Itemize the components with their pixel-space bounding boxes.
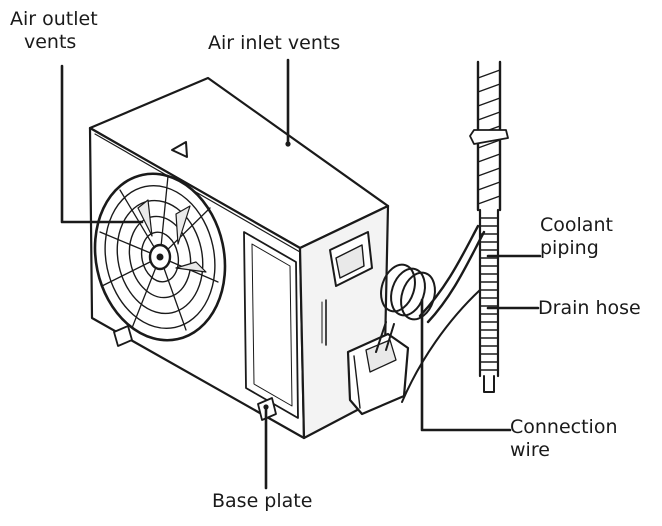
coolant-pipe-run [418,224,480,318]
label-air-inlet-line1: Air inlet vents [208,32,341,54]
leader-lines [60,58,542,490]
label-air-inlet-vents: Air inlet vents [208,32,340,55]
label-connection-line1: Connection [510,416,618,438]
label-coolant-piping: Coolant piping [540,214,613,260]
vertical-pipe-bundle [469,60,509,212]
leader-air-outlet [60,64,144,224]
label-air-outlet-line2: vents [24,31,77,53]
leader-connection [420,298,512,432]
label-air-outlet-line1: Air outlet [10,8,98,30]
foot-left [113,325,133,347]
label-connection-line2: wire [510,439,550,461]
label-connection-wire: Connection wire [510,416,618,462]
front-side-panel [243,231,299,419]
label-air-outlet-vents: Air outlet vents [10,8,98,54]
label-base-plate: Base plate [212,490,312,513]
drain-hose [478,208,500,393]
label-base-plate-line1: Base plate [212,490,313,512]
fan-grille [93,172,227,342]
label-drain-line1: Drain hose [538,297,641,319]
label-coolant-line1: Coolant [540,214,613,236]
top-arrow-mark [171,141,188,158]
label-drain-hose: Drain hose [538,297,641,320]
label-coolant-line2: piping [540,237,599,259]
connection-wire-run [401,289,481,403]
